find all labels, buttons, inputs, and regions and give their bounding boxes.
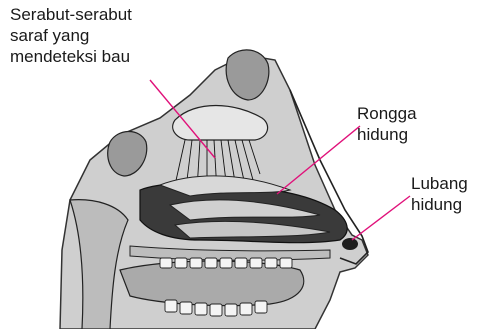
label-olfactory-line1: Serabut-serabut	[10, 4, 132, 25]
nostril-opening	[342, 238, 358, 250]
label-nostril: Lubang hidung	[411, 173, 468, 215]
label-olfactory-fibres: Serabut-serabut saraf yang mendeteksi ba…	[10, 4, 132, 67]
leader-line-nostril	[352, 196, 410, 240]
label-nasal-cavity: Rongga hidung	[357, 103, 417, 145]
label-nostril-line1: Lubang	[411, 173, 468, 194]
label-nostril-line2: hidung	[411, 194, 468, 215]
upper-teeth	[160, 258, 292, 268]
label-nasal-cavity-line1: Rongga	[357, 103, 417, 124]
label-nasal-cavity-line2: hidung	[357, 124, 417, 145]
label-olfactory-line3: mendeteksi bau	[10, 46, 132, 67]
label-olfactory-line2: saraf yang	[10, 25, 132, 46]
